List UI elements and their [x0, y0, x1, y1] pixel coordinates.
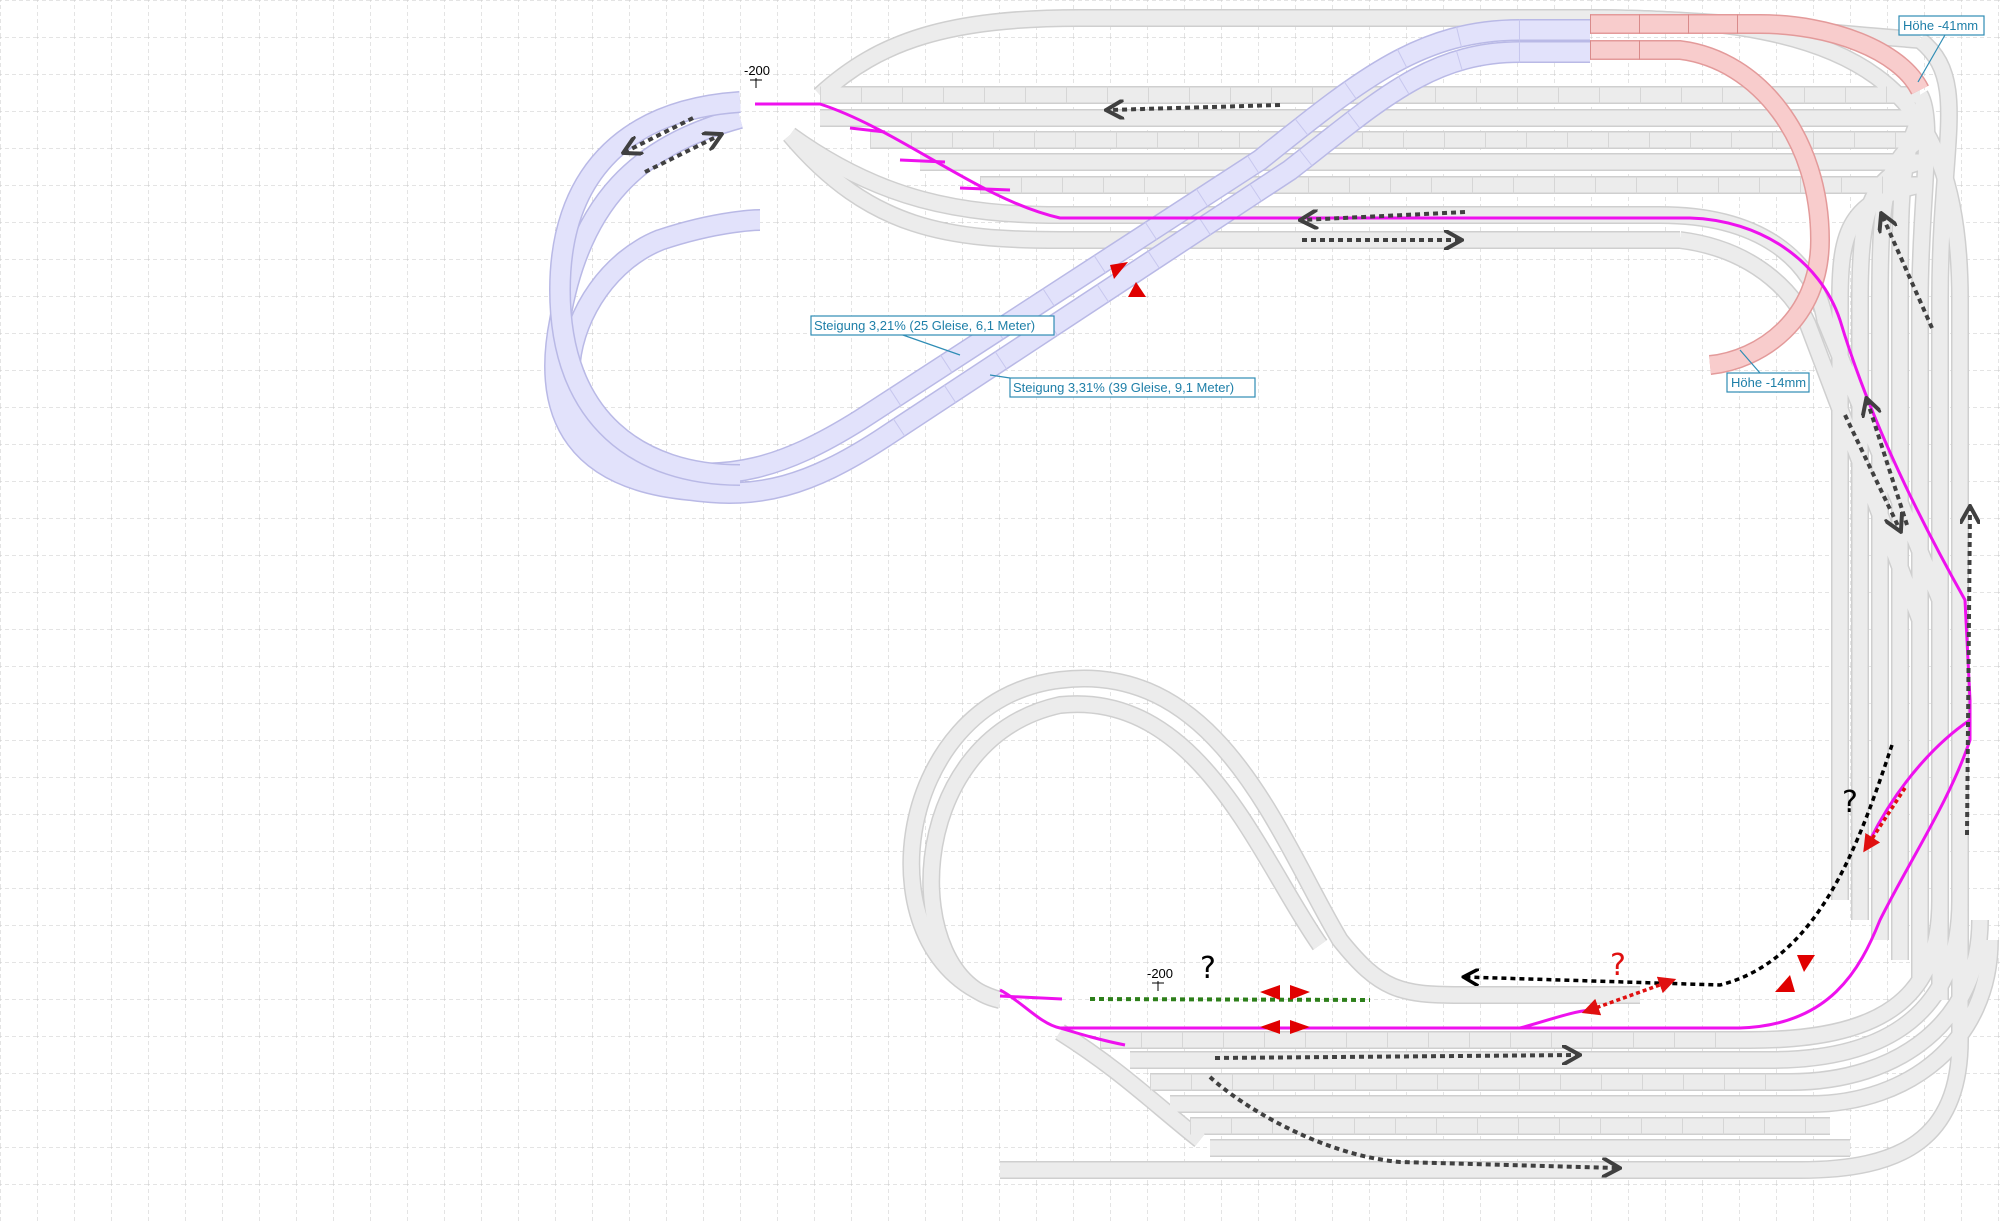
question-mark-3: ? — [1842, 785, 1858, 820]
hoehe-top-text: Höhe -41mm — [1903, 18, 1978, 33]
arrow-bottom-2 — [1208, 1075, 1618, 1168]
signal-icon-5 — [1260, 1020, 1280, 1034]
arrow-top-left-1 — [1108, 105, 1281, 110]
arrows-black — [1465, 744, 1894, 987]
label-hoehe-top: Höhe -41mm — [1898, 15, 1985, 83]
signal-icon-4 — [1290, 985, 1310, 1000]
signal-icon-2 — [1128, 282, 1146, 297]
question-mark-1: ? — [1200, 951, 1216, 986]
arrow-black-curve — [1465, 744, 1894, 987]
arrow-right-1 — [1882, 215, 1934, 329]
arrows-red — [1581, 787, 1907, 1016]
signal-icon-7 — [1775, 975, 1795, 992]
arrow-bottom-1 — [1214, 1055, 1578, 1058]
track-group-gray — [783, 8, 1999, 1179]
arrows-dark — [625, 105, 1970, 1168]
arrow-right-2 — [1843, 414, 1900, 530]
arrow-mid-1 — [1302, 212, 1466, 220]
signal-icon-3 — [1260, 985, 1280, 1000]
signal-icon-1 — [1110, 262, 1128, 279]
label-steigung-2: Steigung 3,31% (39 Gleise, 9,1 Meter) — [989, 374, 1256, 398]
track-group-blue — [544, 19, 1590, 504]
signal-icon-6 — [1290, 1020, 1310, 1034]
steigung-2-text: Steigung 3,31% (39 Gleise, 9,1 Meter) — [1013, 380, 1234, 395]
route-magenta — [755, 102, 1972, 1047]
arrow-red-1 — [1863, 787, 1907, 853]
marker-bottom: -200 — [1147, 966, 1173, 991]
arrow-green — [1089, 997, 1371, 1002]
steigung-1-text: Steigung 3,21% (25 Gleise, 6,1 Meter) — [814, 318, 1035, 333]
arrow-helix-2 — [644, 135, 720, 174]
signals — [1110, 262, 1815, 1034]
track-group-red — [1590, 14, 1929, 375]
svg-text:-200: -200 — [1147, 966, 1173, 981]
arrow-helix-1 — [625, 116, 694, 152]
signal-icon-8 — [1797, 955, 1815, 972]
svg-text:-200: -200 — [744, 63, 770, 78]
label-steigung-1: Steigung 3,21% (25 Gleise, 6,1 Meter) — [810, 315, 1055, 356]
label-hoehe-mid: Höhe -14mm — [1726, 349, 1810, 393]
arrow-right-4 — [1967, 508, 1970, 836]
question-mark-2: ? — [1610, 948, 1626, 983]
marker-top: -200 — [744, 63, 770, 88]
arrow-right-3 — [1867, 400, 1909, 526]
hoehe-mid-text: Höhe -14mm — [1731, 375, 1806, 390]
